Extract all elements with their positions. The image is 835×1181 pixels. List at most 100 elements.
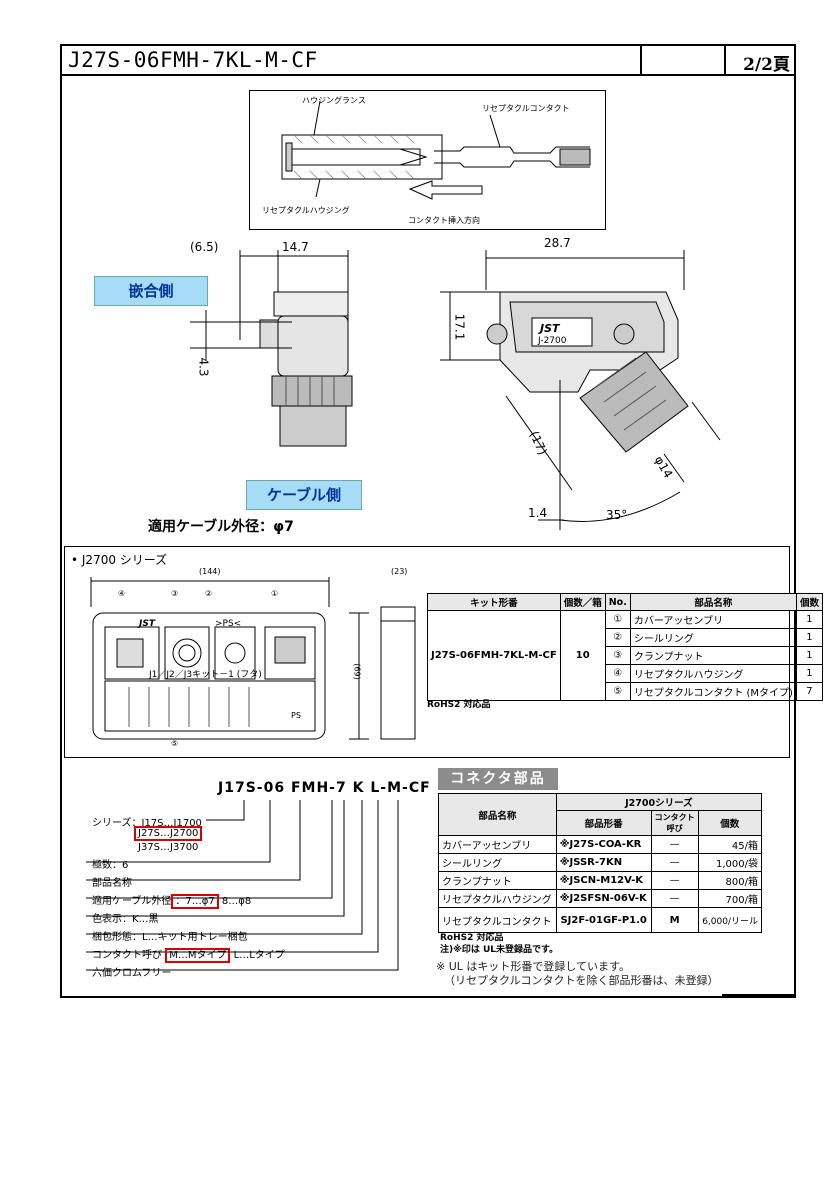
conn-row-model: ※J27S-COA-KR — [555, 835, 652, 854]
conn-header-series: J2700シリーズ — [555, 793, 763, 811]
conn-row-contact: — — [650, 889, 699, 908]
kit-rohs: RoHS2 対応品 — [427, 700, 491, 710]
insertion-diagram: ハウジングランス リセプタクルコンタクト リセプタクルハウジング コンタクト挿入… — [249, 90, 606, 230]
label-housing-lance: ハウジングランス — [302, 96, 366, 105]
callout-2: ② — [205, 589, 213, 598]
series-j27: J27S…J2700 — [134, 826, 203, 841]
kit-header-model: キット形番 — [427, 593, 561, 611]
connector-note-1: 注)※印は UL未登録品です。 — [440, 945, 559, 955]
dim-28-7: 28.7 — [544, 236, 571, 250]
brand-logo: JST — [540, 322, 560, 335]
conn-header-qty: 個数 — [697, 810, 763, 836]
kit-row-no: ⑤ — [604, 682, 631, 701]
conn-header-name: 部品名称 — [438, 793, 557, 836]
kit-row-qty: 7 — [795, 682, 823, 701]
cable-od-note: 適用ケーブル外径：φ7 — [148, 519, 294, 535]
document-title: J27S-06FMH-7KL-M-CF — [68, 48, 318, 72]
label-receptacle-contact: リセプタクルコンタクト — [482, 104, 570, 113]
kit-row-qty: 1 — [795, 646, 823, 665]
conn-row-contact: — — [650, 853, 699, 872]
kit-row-qty: 1 — [795, 628, 823, 647]
label-insert-direction: コンタクト挿入方向 — [408, 216, 480, 225]
kit-model-cell: J27S-06FMH-7KL-M-CF — [427, 610, 561, 701]
conn-header-contact: コンタクト呼び — [650, 810, 699, 836]
callout-3: ③ — [171, 589, 179, 598]
kit-series-title: • J2700 シリーズ — [71, 553, 168, 567]
title-block: J27S-06FMH-7KL-M-CF 2/2頁 — [60, 44, 796, 76]
kit-dim-144: (144) — [199, 567, 221, 576]
kit-row-no: ① — [604, 610, 631, 629]
kit-header-qty: 個数 — [795, 593, 823, 611]
kit-ps-mark: >PS< — [215, 619, 242, 629]
kit-header-no: No. — [604, 593, 631, 611]
dim-angle-35: 35° — [606, 508, 628, 522]
conn-row-name: リセプタクルハウジング — [438, 889, 557, 908]
code-series: J17S — [218, 780, 257, 796]
kit-section: • J2700 シリーズ (144) (23) ④ ③ ② ① ⑤ >PS< J… — [64, 546, 823, 758]
kit-dim-69: (69) — [352, 663, 362, 680]
callout-1: ① — [271, 589, 279, 598]
bottom-bar — [722, 994, 796, 998]
conn-row-qty: 6,000/リール — [697, 907, 763, 933]
callout-4: ④ — [118, 589, 126, 598]
kit-row-no: ③ — [604, 646, 631, 665]
kit-row-no: ② — [604, 628, 631, 647]
insertion-diagram-drawing — [281, 100, 591, 200]
kit-ps-logo: PS — [291, 711, 301, 720]
conn-row-model: ※J2SFSN-06V-K — [555, 889, 652, 908]
connector-parts-table: 部品名称 J2700シリーズ 部品形番 コンタクト呼び 個数 カバーアッセンブリ… — [438, 793, 763, 933]
page-number: 2/2頁 — [743, 55, 790, 75]
model-label: J-2700 — [538, 336, 567, 346]
conn-row-contact: M — [650, 907, 699, 933]
packing-line: 梱包形態：L…キット用トレー梱包 — [92, 932, 248, 943]
conn-row-contact: — — [650, 835, 699, 854]
conn-row-model: SJ2F-01GF-P1.0 — [555, 907, 652, 933]
color-line: 色表示：K…黒 — [92, 914, 159, 925]
callout-5: ⑤ — [171, 739, 179, 748]
kit-row-name: カバーアッセンブリ — [629, 610, 797, 629]
kit-row-qty: 1 — [795, 664, 823, 683]
part-code-string: J17S-06 FMH-7 K L-M-CF — [218, 780, 431, 796]
conn-header-model: 部品形番 — [555, 810, 652, 836]
code-packing: L — [370, 780, 381, 796]
connector-rohs: RoHS2 対応品 — [440, 933, 504, 943]
kit-row-name: リセプタクルコンタクト (Mタイプ) — [629, 682, 797, 701]
kit-tray-drawing — [90, 577, 416, 740]
mating-side-label: 嵌合側 — [94, 276, 208, 306]
conn-row-model: ※JSSR-7KN — [555, 853, 652, 872]
series-j37: J37S…J3700 — [138, 842, 199, 853]
connector-parts-title: コネクタ部品 — [438, 768, 558, 790]
code-contact: M — [387, 780, 403, 796]
code-leader-lines — [86, 800, 399, 971]
conn-row-qty: 45/箱 — [697, 835, 763, 854]
connector-note-2: ※ UL はキット形番で登録しています。 — [436, 960, 630, 973]
part-code-breakdown: J17S-06 FMH-7 K L-M-CF シリーズ：J17S…J1700 J… — [86, 778, 430, 979]
code-chrome: CF — [408, 780, 431, 796]
poles-line: 極数：6 — [92, 860, 129, 871]
cable-highlight: ：7…φ7 — [171, 894, 219, 909]
title-blank-cell — [640, 46, 724, 74]
dim-6-5: (6.5) — [190, 240, 219, 254]
kit-row-no: ④ — [604, 664, 631, 683]
conn-row-model: ※JSCN-M12V-K — [555, 871, 652, 890]
part-name-line: 部品名称 — [92, 878, 132, 889]
dimension-drawings — [190, 250, 721, 530]
kit-dim-23: (23) — [391, 567, 408, 576]
page-cell: 2/2頁 — [724, 46, 796, 75]
cable-side-label: ケーブル側 — [246, 480, 362, 510]
kit-brand: JST — [139, 619, 155, 629]
dim-4-3: 4.3 — [196, 357, 211, 377]
kit-row-name: リセプタクルハウジング — [629, 664, 797, 683]
conn-row-name: シールリング — [438, 853, 557, 872]
code-poles: 06 — [263, 780, 286, 796]
contact-highlight: M…Mタイプ — [165, 948, 231, 963]
conn-row-qty: 700/箱 — [697, 889, 763, 908]
kit-parts-table: キット形番 個数／箱 No. 部品名称 個数 J27S-06FMH-7KL-M-… — [427, 593, 823, 701]
contact-line: コンタクト呼び M…Mタイプ L…Lタイプ — [92, 948, 285, 963]
kit-header-part-name: 部品名称 — [629, 593, 797, 611]
conn-row-name: クランプナット — [438, 871, 557, 890]
dim-17-1: 17.1 — [452, 313, 467, 341]
conn-row-contact: — — [650, 871, 699, 890]
conn-row-qty: 1,000/袋 — [697, 853, 763, 872]
series-line: シリーズ：J17S…J1700 — [92, 818, 202, 829]
